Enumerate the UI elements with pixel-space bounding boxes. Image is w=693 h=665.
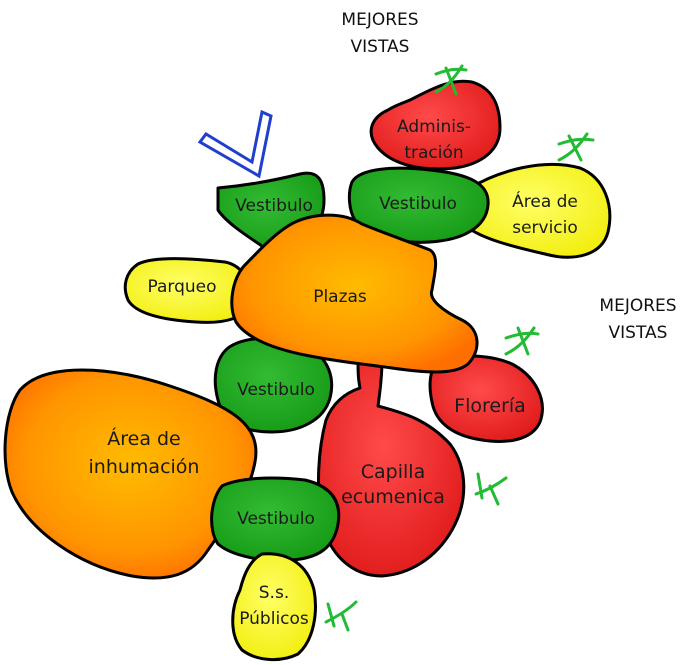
- best-views-top-line2: VISTAS: [351, 37, 410, 57]
- floreria-label: Florería: [454, 395, 526, 417]
- svg-text:servicio: servicio: [512, 218, 578, 238]
- vestibulo-middle-label: Vestibulo: [237, 380, 315, 400]
- ss-publicos-zone: [231, 552, 317, 661]
- vestibulo-bottom-zone: [210, 476, 341, 562]
- vestibulo-top-left-label: Vestibulo: [235, 196, 313, 216]
- best-views-right-label: MEJORES VISTAS: [599, 296, 676, 343]
- area-inhumacion-zone: [3, 368, 258, 580]
- svg-text:Públicos: Públicos: [239, 609, 309, 629]
- area-servicio-zone: [464, 162, 612, 259]
- svg-text:tración: tración: [404, 143, 463, 163]
- wind-marker-icon: [474, 472, 508, 506]
- plazas-label: Plazas: [313, 287, 367, 307]
- view-direction-arrow-icon: [197, 109, 273, 179]
- vestibulo-top-center-label: Vestibulo: [379, 194, 457, 214]
- floreria-zone: [428, 354, 544, 443]
- plazas-zone: [230, 213, 479, 374]
- administracion-label: Adminis- tración: [397, 117, 471, 163]
- svg-text:Área de: Área de: [512, 190, 578, 212]
- best-views-top-label: MEJORES VISTAS: [341, 10, 418, 57]
- wind-marker-icon: [504, 326, 540, 356]
- best-views-right-line1: MEJORES: [599, 296, 676, 316]
- area-inhumacion-label: Área de inhumación: [89, 427, 200, 478]
- administracion-zone: [369, 79, 502, 171]
- svg-text:S.s.: S.s.: [259, 583, 289, 603]
- svg-text:inhumación: inhumación: [89, 456, 200, 478]
- svg-text:Capilla: Capilla: [361, 461, 425, 483]
- area-servicio-label: Área de servicio: [512, 190, 578, 238]
- best-views-right-line2: VISTAS: [609, 323, 668, 343]
- svg-text:Área de: Área de: [107, 427, 181, 450]
- vestibulo-bottom-label: Vestibulo: [237, 509, 315, 529]
- best-views-top-line1: MEJORES: [341, 10, 418, 30]
- wind-marker-icon: [434, 64, 468, 96]
- wind-marker-icon: [324, 600, 358, 632]
- svg-text:Adminis-: Adminis-: [397, 117, 471, 137]
- svg-text:ecumenica: ecumenica: [341, 486, 445, 508]
- ss-publicos-label: S.s. Públicos: [239, 583, 309, 629]
- capilla-zone: [317, 358, 466, 578]
- capilla-label: Capilla ecumenica: [341, 461, 445, 508]
- wind-marker-icon: [557, 132, 595, 162]
- parqueo-label: Parqueo: [147, 277, 216, 297]
